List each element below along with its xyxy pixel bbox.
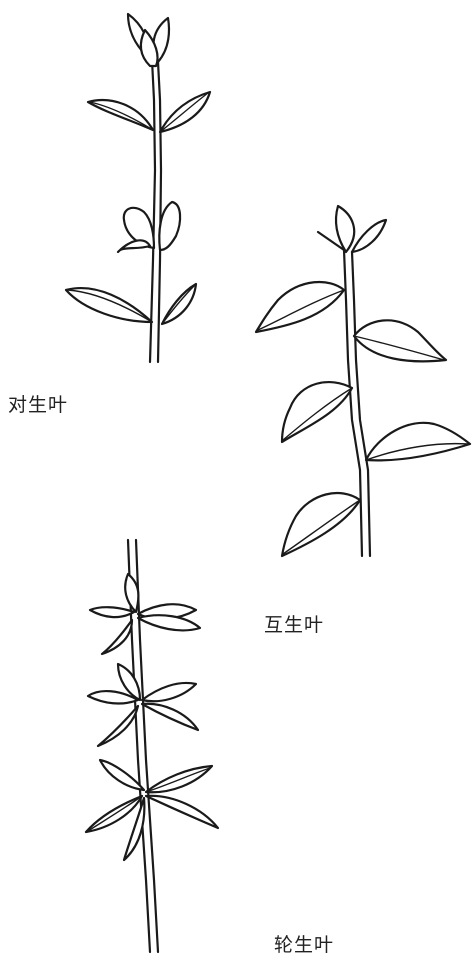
opposite-leaf-middle-right [158,200,182,252]
whorled-leaf-top-1 [88,606,136,619]
opposite-leaves-plant [64,12,212,364]
whorled-leaf-mid-4 [140,702,200,732]
opposite-leaf-middle-left [122,206,156,250]
whorled-leaf-top-5 [100,618,134,656]
whorled-leaf-top-2 [124,572,140,614]
alternate-leaf-2 [352,319,448,363]
opposite-leaves-label: 对生叶 [8,394,69,416]
alternate-leaves-plant [254,204,472,558]
whorled-leaf-mid-5 [96,704,140,748]
alternate-bud-leaf [335,204,356,254]
whorled-leaf-top-4 [136,614,202,632]
opposite-leaf-upper-left [86,99,155,132]
whorled-leaf-low-1 [98,758,146,792]
whorled-leaves-plant [84,538,220,954]
alternate-leaf-1 [254,280,346,334]
whorled-leaf-low-5 [122,796,146,862]
alternate-leaf-4 [364,421,472,462]
alternate-leaves-label: 互生叶 [264,614,325,636]
whorled-leaf-mid-1 [86,690,140,705]
opposite-leaf-lower-left [64,286,154,324]
whorled-leaf-mid-3 [140,681,198,703]
whorled-leaf-mid-2 [116,662,142,702]
whorled-leaves-label: 轮生叶 [274,934,335,956]
